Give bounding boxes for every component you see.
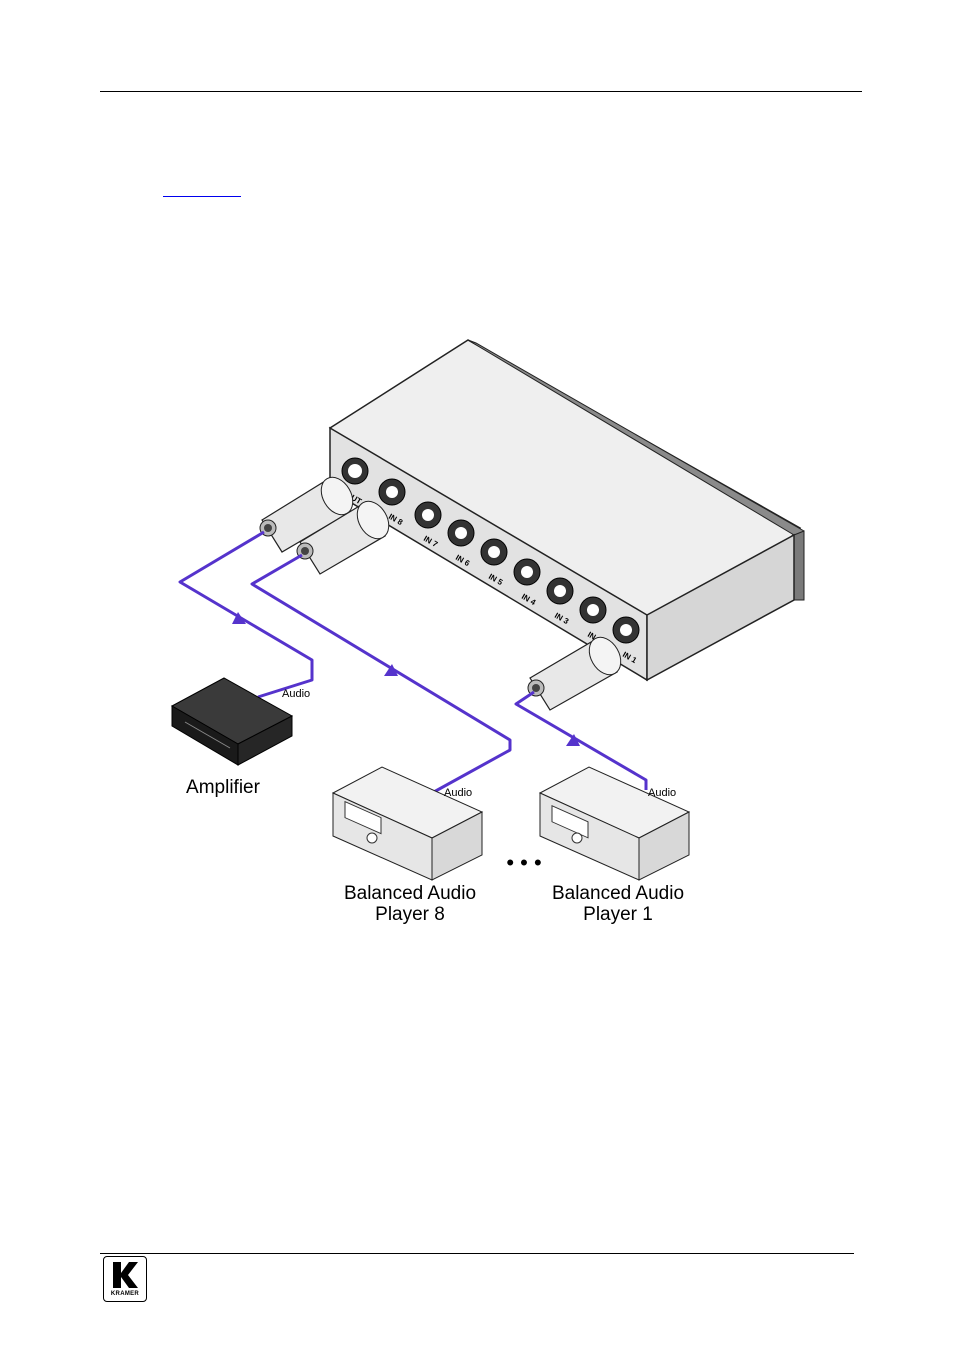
cable-player1 bbox=[514, 690, 648, 790]
xlr-plug-in1 bbox=[527, 636, 622, 711]
cable-player8 bbox=[250, 553, 512, 795]
cable-label-player8: Audio bbox=[444, 787, 472, 799]
arrow-player8 bbox=[384, 664, 398, 676]
balanced-audio-player-1 bbox=[538, 766, 691, 881]
panel-connectors bbox=[341, 457, 640, 644]
cable-label-amplifier: Audio bbox=[282, 688, 310, 700]
header-rule bbox=[100, 91, 862, 92]
label-player8-line1: Balanced Audio bbox=[344, 883, 476, 904]
amplifier-device bbox=[170, 677, 294, 766]
cable-amplifier bbox=[178, 530, 314, 699]
label-amplifier: Amplifier bbox=[186, 777, 261, 798]
kramer-k-icon bbox=[109, 1260, 141, 1290]
audio-switcher-device bbox=[328, 339, 805, 682]
xlr-plug-in8 bbox=[296, 500, 390, 575]
ellipsis: • • • bbox=[506, 850, 541, 875]
cable-label-player1: Audio bbox=[648, 787, 676, 799]
kramer-logo: KRAMER bbox=[103, 1256, 147, 1302]
balanced-audio-player-8 bbox=[331, 766, 484, 881]
arrow-player1 bbox=[566, 734, 580, 746]
label-player8-line2: Player 8 bbox=[375, 904, 445, 925]
label-player1-line2: Player 1 bbox=[583, 904, 653, 925]
label-player1-line1: Balanced Audio bbox=[552, 883, 684, 904]
figure-link-underline[interactable] bbox=[163, 196, 241, 197]
kramer-logo-text: KRAMER bbox=[110, 1291, 140, 1297]
arrow-amplifier bbox=[232, 612, 246, 624]
footer-rule bbox=[100, 1253, 854, 1254]
